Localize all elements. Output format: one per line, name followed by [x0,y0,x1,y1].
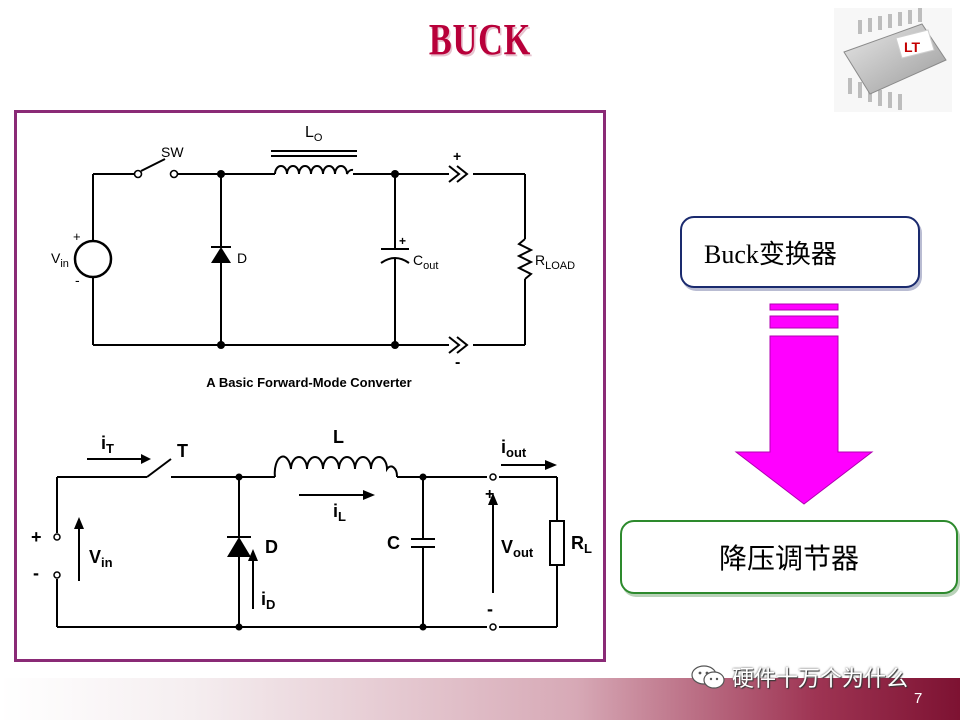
top-vin-label: Vin [51,250,69,270]
top-inductor-label: LO [305,124,323,144]
step-down-regulator-label: 降压调节器 [718,544,859,575]
circuit-diagram-frame: SW LO D Vin + - + Cout RLOAD + - A Basic… [14,110,606,662]
bottom-vout-plus: + [485,486,494,503]
bottom-iout-label: iout [501,437,527,460]
ic-chip-logo-icon: LT [834,8,952,112]
bottom-switch-label: T [177,441,188,461]
top-load-label: RLOAD [535,252,575,272]
wechat-icon [691,665,725,689]
step-down-regulator-box: 降压调节器 [620,520,958,594]
footer-bar [0,678,960,720]
buck-converter-box: Buck变换器 [680,216,920,288]
top-vin-plus: + [73,229,81,244]
bottom-vin-minus: - [33,563,39,583]
top-cap-plus: + [399,234,406,248]
bottom-cap-label: C [387,533,400,553]
svg-text:LT: LT [904,39,921,55]
bottom-il-label: iL [333,501,346,524]
bottom-id-label: iD [261,589,275,612]
top-switch-label: SW [161,144,184,160]
bottom-vout-label: Vout [501,537,534,560]
top-diode-label: D [237,250,247,266]
top-diagram-caption: A Basic Forward-Mode Converter [206,375,411,390]
watermark-text: 硬件十万个为什么 [732,667,909,692]
bottom-vin-label: Vin [89,547,113,570]
bottom-vin-plus: + [31,527,42,547]
slide-title: BUCK [428,15,532,64]
circuit-diagram-svg: SW LO D Vin + - + Cout RLOAD + - A Basic… [31,124,592,631]
bottom-load-label: RL [571,533,592,556]
top-output-plus: + [453,148,461,164]
bottom-inductor-label: L [333,427,344,447]
top-vin-minus: - [75,272,80,288]
page-number: 7 [914,690,923,707]
buck-converter-label: Buck变换器 [704,239,837,269]
bottom-it-label: iT [101,433,114,456]
bottom-vout-minus: - [487,599,493,619]
watermark: 硬件十万个为什么 [690,662,908,692]
down-arrow-icon [734,303,874,505]
top-cap-label: Cout [413,252,438,272]
bottom-diode-label: D [265,537,278,557]
top-output-minus: - [455,354,460,371]
